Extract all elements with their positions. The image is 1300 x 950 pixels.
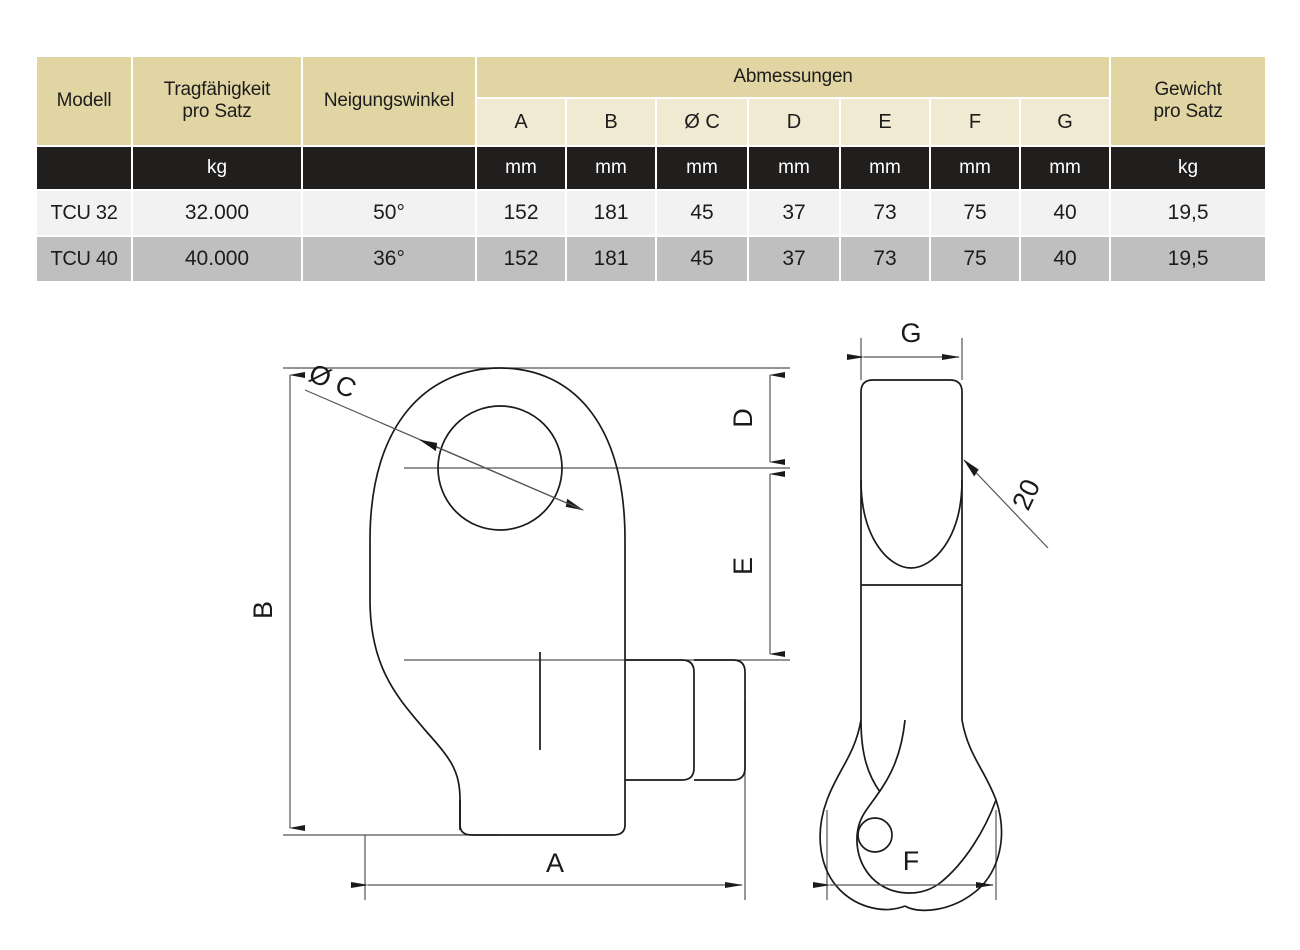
header-dim-a: A (477, 99, 565, 145)
cell-capacity: 32.000 (133, 191, 301, 235)
cell-a: 152 (477, 237, 565, 281)
cell-angle: 36° (303, 237, 475, 281)
header-weight-line1: Gewicht (1154, 78, 1222, 100)
cell-g: 40 (1021, 237, 1110, 281)
drawing-svg: Ø C B A D E (248, 318, 1049, 912)
unit-g: mm (1021, 147, 1110, 189)
header-weight: Gewicht pro Satz (1111, 57, 1266, 145)
cell-capacity: 40.000 (133, 237, 301, 281)
front-view: Ø C B A D E (248, 358, 790, 900)
front-view-extension-lines (283, 367, 790, 900)
cell-d: 37 (749, 237, 839, 281)
cell-model: TCU 40 (37, 237, 131, 281)
unit-angle (303, 147, 475, 189)
dimension-g: G (847, 318, 960, 360)
header-capacity-line2: pro Satz (182, 101, 252, 122)
unit-a: mm (477, 147, 565, 189)
label-g: G (900, 318, 921, 348)
hook-front-outline (369, 367, 746, 836)
table-units-row: kg mm mm mm mm mm mm mm kg (37, 147, 1266, 189)
header-dim-g: G (1021, 99, 1110, 145)
hook-side-outline (819, 379, 1003, 912)
unit-e: mm (841, 147, 929, 189)
label-d: D (728, 408, 758, 428)
header-dim-b: B (567, 99, 655, 145)
label-e: E (728, 557, 758, 575)
table-row: TCU 40 40.000 36° 152 181 45 37 73 75 40… (37, 237, 1266, 281)
header-capacity: Tragfähigkeit pro Satz (133, 57, 301, 145)
dimension-b: B (248, 372, 305, 831)
bore-circle (437, 405, 563, 531)
unit-b: mm (567, 147, 655, 189)
unit-modell (37, 147, 131, 189)
unit-f: mm (931, 147, 1019, 189)
unit-weight: kg (1111, 147, 1266, 189)
specification-table: Modell Tragfähigkeit pro Satz Neigungswi… (35, 55, 1267, 283)
header-dim-e: E (841, 99, 929, 145)
cell-model: TCU 32 (37, 191, 131, 235)
label-b: B (248, 601, 278, 619)
radius-note-20: 20 (963, 459, 1049, 549)
header-dim-c: Ø C (657, 99, 747, 145)
header-weight-line2: pro Satz (1153, 101, 1223, 122)
unit-capacity: kg (133, 147, 301, 189)
header-dimensions-group: Abmessungen (477, 57, 1110, 97)
cell-weight: 19,5 (1111, 237, 1266, 281)
header-dim-f: F (931, 99, 1019, 145)
header-angle: Neigungswinkel (303, 57, 475, 145)
header-modell: Modell (37, 57, 131, 145)
table-header-row-1: Modell Tragfähigkeit pro Satz Neigungswi… (37, 57, 1266, 145)
dimension-e: E (728, 471, 785, 657)
header-dim-d: D (749, 99, 839, 145)
cell-angle: 50° (303, 191, 475, 235)
cell-b: 181 (567, 191, 655, 235)
cell-c: 45 (657, 237, 747, 281)
label-radius-20: 20 (1006, 475, 1046, 515)
dimension-f: F (813, 846, 994, 888)
table-header-row-2: A B Ø C D E F G (37, 99, 1265, 145)
label-a: A (546, 848, 564, 878)
label-diameter-c: Ø C (305, 358, 361, 404)
label-f: F (903, 846, 920, 876)
side-view: G (813, 318, 1049, 912)
table-row: TCU 32 32.000 50° 152 181 45 37 73 75 40… (37, 191, 1266, 235)
dimension-a: A (351, 848, 743, 888)
header-capacity-line1: Tragfähigkeit (163, 78, 271, 100)
cell-weight: 19,5 (1111, 191, 1266, 235)
cell-e: 73 (841, 191, 929, 235)
cell-f: 75 (931, 237, 1019, 281)
unit-d: mm (749, 147, 839, 189)
cell-e: 73 (841, 237, 929, 281)
cell-b: 181 (567, 237, 655, 281)
pivot-hole (857, 817, 893, 853)
cell-d: 37 (749, 191, 839, 235)
unit-c: mm (657, 147, 747, 189)
cell-a: 152 (477, 191, 565, 235)
side-view-extension-lines (826, 338, 997, 900)
cell-c: 45 (657, 191, 747, 235)
dimension-d: D (728, 372, 785, 465)
cell-g: 40 (1021, 191, 1110, 235)
technical-drawings: Ø C B A D E (0, 300, 1300, 950)
cell-f: 75 (931, 191, 1019, 235)
